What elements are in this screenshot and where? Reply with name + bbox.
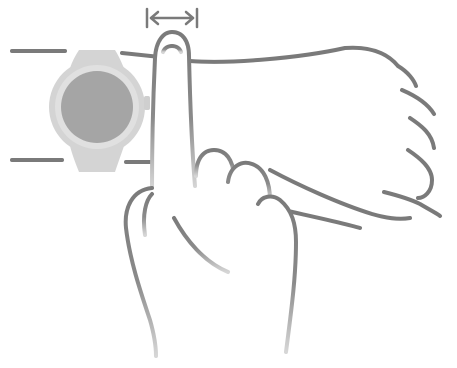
watch-icon	[49, 50, 150, 172]
width-arrow-icon	[147, 9, 197, 27]
finger-icon	[126, 32, 296, 356]
